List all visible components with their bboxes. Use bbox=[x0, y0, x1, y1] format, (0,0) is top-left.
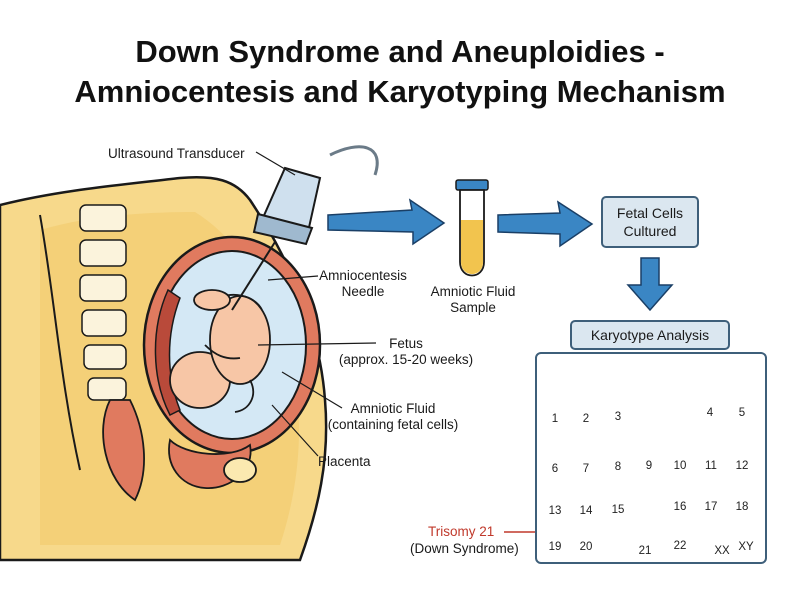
label-placenta: Placenta bbox=[318, 454, 371, 469]
cells-line2: Cultured bbox=[623, 223, 677, 239]
label-fetus: Fetus (approx. 15-20 weeks) bbox=[326, 336, 486, 368]
chromosome-number-16: 16 bbox=[673, 501, 687, 513]
label-down-syndrome: (Down Syndrome) bbox=[410, 541, 519, 556]
label-sample-line1: Amniotic Fluid bbox=[430, 284, 516, 299]
chromosome-number-22: 22 bbox=[673, 540, 687, 552]
chromosome-number-13: 13 bbox=[548, 505, 562, 517]
label-trisomy: Trisomy 21 bbox=[428, 524, 495, 539]
chromosome-number-21: 21 bbox=[638, 545, 652, 557]
chromosome-number-12: 12 bbox=[735, 460, 749, 472]
label-needle: Amniocentesis Needle bbox=[318, 268, 408, 300]
chromosome-number-3: 3 bbox=[614, 411, 622, 423]
chromosome-number-5: 5 bbox=[738, 407, 746, 419]
fetus bbox=[169, 289, 271, 413]
label-fluid-line1: Amniotic Fluid bbox=[350, 401, 436, 416]
chromosome-number-17: 17 bbox=[704, 501, 718, 513]
chromosome-number-11: 11 bbox=[705, 460, 717, 472]
fetal-cells-box: Fetal Cells Cultured bbox=[601, 196, 699, 248]
process-arrows bbox=[327, 198, 674, 312]
chromosome-number-18: 18 bbox=[735, 501, 749, 513]
chromosome-number-9: 9 bbox=[645, 460, 653, 472]
label-sample-line2: Sample bbox=[450, 300, 496, 315]
placenta bbox=[154, 288, 181, 417]
chromosome-number-6: 6 bbox=[551, 463, 559, 475]
label-fetus-line1: Fetus bbox=[389, 336, 423, 351]
title-line-2: Amniocentesis and Karyotyping Mechanism bbox=[74, 74, 726, 109]
chromosome-number-4: 4 bbox=[706, 407, 714, 419]
label-fluid-line2: (containing fetal cells) bbox=[327, 417, 459, 432]
chromosome-number-7: 7 bbox=[582, 463, 590, 475]
cells-line1: Fetal Cells bbox=[616, 205, 684, 221]
amniocentesis-needle bbox=[231, 241, 276, 311]
chromosome-number-1: 1 bbox=[551, 413, 559, 425]
leader-lines bbox=[255, 151, 377, 457]
ultrasound-transducer bbox=[252, 145, 379, 246]
chromosome-number-19: 19 bbox=[548, 541, 562, 553]
chromosome-number-XY: XY bbox=[738, 541, 754, 553]
chromosome-number-15: 15 bbox=[611, 504, 625, 516]
label-fetus-line2: (approx. 15-20 weeks) bbox=[338, 352, 474, 367]
chromosome-number-20: 20 bbox=[579, 541, 593, 553]
title-line-1: Down Syndrome and Aneuploidies - bbox=[135, 34, 665, 69]
arrow-cells-to-karyotype bbox=[626, 257, 674, 312]
karyotype-heading: Karyotype Analysis bbox=[570, 320, 730, 350]
chromosome-number-XX: XX bbox=[714, 545, 730, 557]
chromosome-number-8: 8 bbox=[614, 461, 622, 473]
label-transducer: Ultrasound Transducer bbox=[108, 146, 245, 161]
arrow-sample-to-cells bbox=[497, 200, 594, 248]
sample-tube bbox=[455, 179, 489, 277]
spine bbox=[39, 204, 127, 471]
karyotype-panel bbox=[535, 352, 767, 564]
label-needle-line1: Amniocentesis bbox=[319, 268, 407, 283]
pelvic-organs bbox=[102, 399, 257, 502]
label-needle-line2: Needle bbox=[341, 284, 385, 299]
chromosome-number-14: 14 bbox=[579, 505, 593, 517]
label-sample: Amniotic Fluid Sample bbox=[418, 284, 528, 316]
chromosome-number-2: 2 bbox=[582, 413, 590, 425]
chromosome-number-10: 10 bbox=[673, 460, 687, 472]
arrow-transducer-to-sample bbox=[327, 198, 446, 246]
label-amniotic-fluid: Amniotic Fluid (containing fetal cells) bbox=[318, 401, 468, 433]
